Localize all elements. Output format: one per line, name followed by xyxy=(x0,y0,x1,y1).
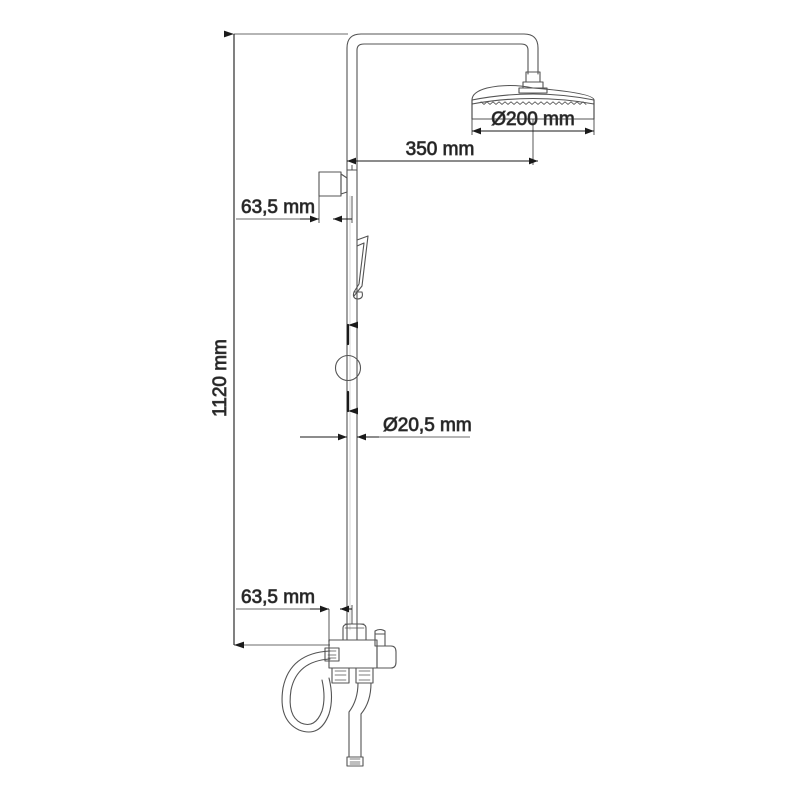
dimension-label-head-diameter: Ø200 mm xyxy=(491,109,574,130)
hand-shower-holder xyxy=(352,235,369,300)
shower-head-nozzles xyxy=(480,101,587,105)
sliding-ring xyxy=(334,354,362,382)
dimension-label-pipe-diameter: Ø20,5 mm xyxy=(383,415,472,436)
dimension-label-top-bracket-offset: 63,5 mm xyxy=(241,197,315,218)
dimension-annotations: 1120 mm 350 mm Ø200 mm Ø20,5 xyxy=(210,30,595,649)
dimension-label-overall-height: 1120 mm xyxy=(210,339,231,417)
dimension-head-diameter: Ø200 mm xyxy=(471,100,595,135)
dimension-label-arm-reach: 350 mm xyxy=(406,139,475,160)
dimension-overall-height: 1120 mm xyxy=(210,30,348,649)
dimension-label-bottom-mixer-offset: 63,5 mm xyxy=(241,587,315,608)
flexible-hose xyxy=(281,650,333,733)
dimension-top-bracket-offset: 63,5 mm xyxy=(236,196,353,223)
shower-arm xyxy=(346,33,539,171)
dimension-pipe-diameter: Ø20,5 mm xyxy=(300,415,472,441)
mixer-inlet-connections xyxy=(331,667,374,684)
mixer-valve xyxy=(328,623,397,669)
dimension-arm-reach: 350 mm xyxy=(347,119,538,170)
outlet-pipe xyxy=(346,682,372,767)
dimension-bottom-mixer-offset: 63,5 mm xyxy=(236,587,353,642)
